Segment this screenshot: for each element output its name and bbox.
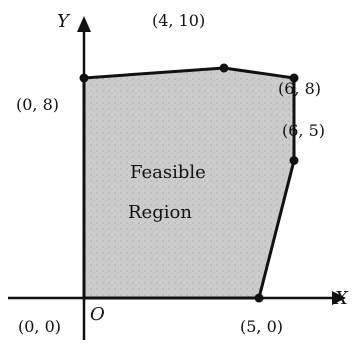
point-label-0-0: (0, 0) [18,317,61,336]
vertex-dot-5-0 [254,293,264,303]
point-label-5-0: (5, 0) [240,317,283,336]
point-label-0-8: (0, 8) [16,95,59,114]
point-label-6-5: (6, 5) [282,121,325,140]
vertex-dot-0-8 [79,73,89,83]
vertex-dot-6-8 [289,73,299,83]
feasible-region [82,66,296,300]
point-label-6-8: (6, 8) [278,79,321,98]
vertex-dots [79,63,299,303]
y-axis-arrow [77,16,91,32]
region-label-line2: Region [128,202,192,223]
vertex-dot-4-10 [219,63,229,73]
point-label-4-10: (4, 10) [152,11,205,30]
y-axis-label: Y [57,11,71,32]
x-axis-label: X [333,288,349,309]
origin-label: O [90,304,105,325]
region-label-line1: Feasible [130,162,206,183]
vertex-dot-6-5 [289,156,299,165]
x-axis-arrow [332,291,346,305]
